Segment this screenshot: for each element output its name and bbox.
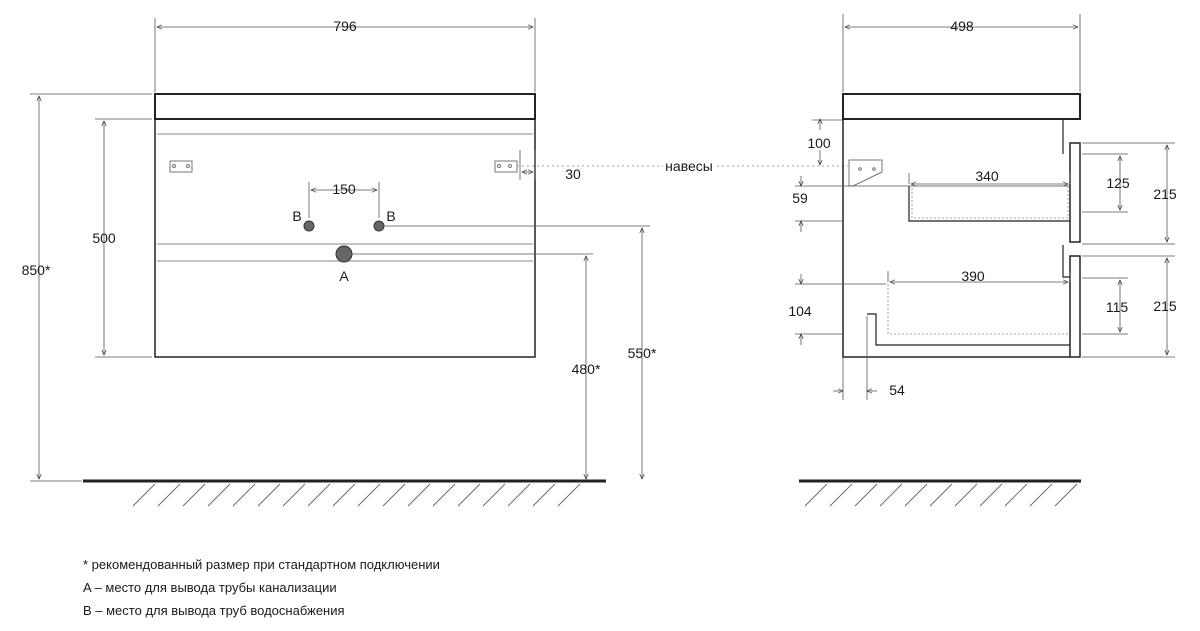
label-hinges-text: навесы [665, 158, 713, 174]
side-cabinet-body [842, 118, 1070, 358]
label-hinges: навесы [665, 158, 713, 174]
dim-top-drawer-width: 340 [975, 168, 999, 184]
dim-bottom-drawer-gap: 104 [788, 303, 812, 319]
label-point-b-right: B [386, 208, 395, 224]
top-drawer-outline [908, 186, 1070, 222]
dim-height-drain: 480* [572, 361, 601, 377]
dim-width-front: 796 [333, 18, 357, 34]
right-hinge-bracket [494, 160, 518, 173]
drain-pipe [335, 245, 353, 263]
floor-side-hatch [804, 483, 1078, 507]
side-upper-front [1069, 142, 1081, 243]
front-cabinet-body [154, 118, 536, 358]
dim-top-drawer-depth: 125 [1106, 175, 1130, 191]
dim-top-drawer-gap: 59 [792, 190, 808, 206]
note-recommended: * рекомендованный размер при стандартном… [83, 557, 440, 572]
note-drain: A – место для вывода трубы канализации [83, 580, 337, 595]
label-point-b-left: B [292, 208, 301, 224]
dim-total-height: 850* [22, 262, 51, 278]
label-point-a: A [339, 268, 349, 284]
dim-height-supply: 550* [628, 345, 657, 361]
dim-lower-front: 215 [1153, 298, 1177, 314]
side-hinge-bracket [848, 159, 883, 187]
notes-list: * рекомендованный размер при стандартном… [83, 553, 440, 622]
bottom-drawer-outline [867, 313, 1070, 346]
note-supply: B – место для вывода труб водоснабжения [83, 603, 345, 618]
dim-body-height: 500 [92, 230, 116, 246]
side-lower-front [1069, 255, 1081, 358]
side-view [842, 93, 1081, 358]
front-view [154, 93, 536, 358]
dim-upper-front: 215 [1153, 186, 1177, 202]
dim-hinge-offset: 30 [565, 166, 581, 182]
front-countertop [154, 93, 536, 120]
side-countertop [842, 93, 1081, 120]
floor-side [799, 479, 1081, 507]
supply-pipe-right [373, 220, 385, 232]
left-hinge-bracket [169, 160, 193, 173]
floor-front [83, 479, 606, 507]
dim-width-side: 498 [950, 18, 974, 34]
dim-pipe-spacing: 150 [332, 181, 356, 197]
dim-bottom-drawer-depth: 115 [1106, 299, 1129, 315]
supply-pipe-left [303, 220, 315, 232]
dim-back-gap: 54 [889, 382, 905, 398]
dim-bottom-drawer-width: 390 [961, 268, 985, 284]
floor-front-hatch [132, 483, 581, 507]
dim-hinge-top: 100 [807, 135, 831, 151]
